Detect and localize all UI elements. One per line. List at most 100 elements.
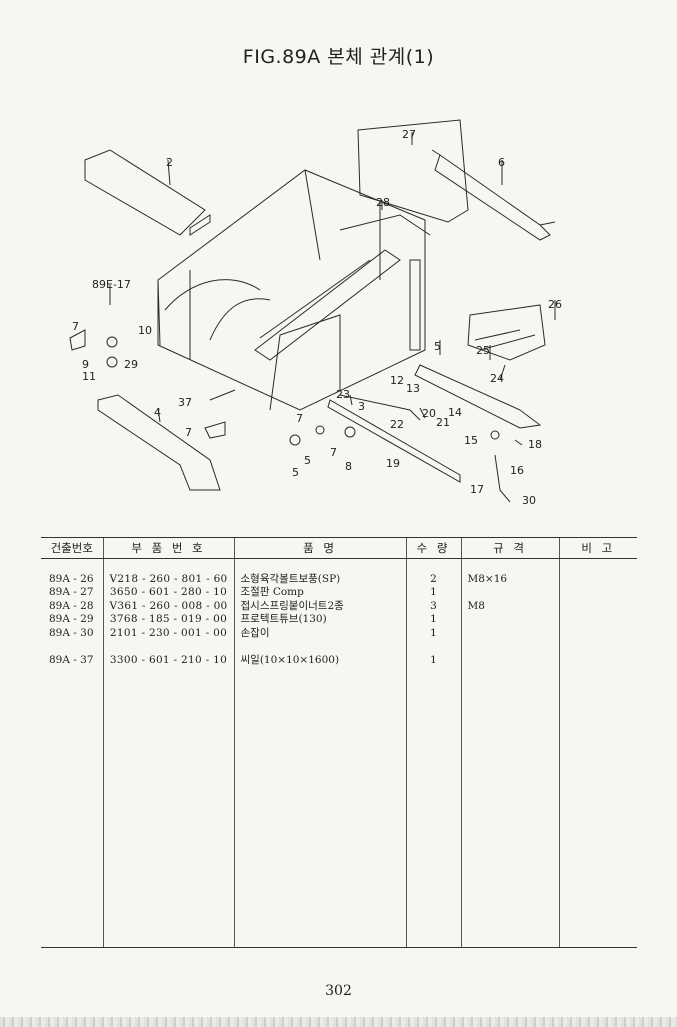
table-row: 89A - 37 3300 - 601 - 210 - 10 씨일(10×10×… <box>41 653 637 667</box>
remarks <box>558 640 637 654</box>
callout-label: 22 <box>390 418 404 431</box>
header-part-no: 부 품 번 호 <box>102 537 234 559</box>
callout-label: 14 <box>448 406 462 419</box>
remarks <box>558 586 637 600</box>
callout-label: 16 <box>510 464 524 477</box>
part-number: 3300 - 601 - 210 - 10 <box>102 653 234 667</box>
callout-label: 5 <box>292 466 299 479</box>
page-number: 302 <box>325 983 352 999</box>
quantity: 1 <box>405 626 461 640</box>
callout-label: 26 <box>548 298 562 311</box>
table-empty-area <box>41 667 637 948</box>
callout-label: 29 <box>124 358 138 371</box>
quantity: 2 <box>405 572 461 586</box>
callout-label: 20 <box>422 407 436 420</box>
table-row: 89A - 29 3768 - 185 - 019 - 00 프로텍트튜브(13… <box>41 613 637 627</box>
header-part-name: 품 명 <box>233 537 406 559</box>
callout-label: 13 <box>406 382 420 395</box>
quantity: 1 <box>405 586 461 600</box>
spec <box>460 653 559 667</box>
item-no <box>41 640 103 654</box>
callout-label: 23 <box>336 388 350 401</box>
part-name: 씨일(10×10×1600) <box>233 653 406 667</box>
callout-label: 17 <box>470 483 484 496</box>
quantity: 1 <box>405 653 461 667</box>
exploded-parts-diagram: 27 2 6 28 89E-17 26 7 10 25 5 24 9 29 12… <box>40 110 630 530</box>
callout-label: 8 <box>345 460 352 473</box>
item-no: 89A - 37 <box>49 653 94 666</box>
callout-label: 7 <box>185 426 192 439</box>
callout-label: 15 <box>464 434 478 447</box>
header-item-no: 건출번호 <box>41 537 103 559</box>
item-no: 89A - 29 <box>49 613 94 625</box>
spec <box>460 626 559 640</box>
callout-label: 27 <box>402 128 416 141</box>
callout-label: 2 <box>166 156 173 169</box>
part-number: 3768 - 185 - 019 - 00 <box>102 613 234 627</box>
callout-label: 18 <box>528 438 542 451</box>
callout-label: 7 <box>296 412 303 425</box>
part-number: 3650 - 601 - 280 - 10 <box>102 586 234 600</box>
part-name: 접시스프링붙이너트2종 <box>233 599 406 613</box>
callout-label: 10 <box>138 324 152 337</box>
callout-label: 5 <box>304 454 311 467</box>
scan-edge-strip <box>0 1017 677 1027</box>
spec <box>460 613 559 627</box>
remarks <box>558 599 637 613</box>
callout-label: 9 <box>82 358 89 371</box>
part-name: 프로텍트튜브(130) <box>233 613 406 627</box>
callout-label: 3 <box>358 400 365 413</box>
figure-title: FIG.89A 본체 관계(1) <box>242 46 435 68</box>
table-row <box>41 640 637 654</box>
parts-table: 건출번호 부 품 번 호 품 명 수 량 규 격 비 고 89A - 26 V2… <box>41 537 637 948</box>
quantity: 3 <box>405 599 461 613</box>
part-name: 소형육각볼트보풍(SP) <box>233 572 406 586</box>
header-quantity: 수 량 <box>405 537 461 559</box>
table-row: 89A - 27 3650 - 601 - 280 - 10 조절판 Comp … <box>41 586 637 600</box>
item-no: 89A - 30 <box>49 626 94 639</box>
spec <box>460 640 559 654</box>
part-name <box>233 640 406 654</box>
remarks <box>558 653 637 667</box>
part-name: 손잡이 <box>233 626 406 640</box>
part-number: 2101 - 230 - 001 - 00 <box>102 626 234 640</box>
callout-label: 7 <box>330 446 337 459</box>
quantity: 1 <box>405 613 461 627</box>
callout-label: 21 <box>436 416 450 429</box>
callout-label: 12 <box>390 374 404 387</box>
callout-label: 5 <box>434 340 441 353</box>
item-no: 89A - 27 <box>49 586 94 598</box>
table-header-row: 건출번호 부 품 번 호 품 명 수 량 규 격 비 고 <box>41 537 637 559</box>
callout-label: 11 <box>82 370 96 383</box>
remarks <box>558 626 637 640</box>
spec: M8 <box>460 599 559 613</box>
callout-label: 37 <box>178 396 192 409</box>
callout-label: 24 <box>490 372 504 385</box>
part-name: 조절판 Comp <box>233 586 406 600</box>
table-row: 89A - 30 2101 - 230 - 001 - 00 손잡이 1 <box>41 626 637 640</box>
part-number: V218 - 260 - 801 - 60 <box>102 572 234 586</box>
header-spec: 규 격 <box>460 537 559 559</box>
item-no: 89A - 26 <box>49 572 94 585</box>
header-remarks: 비 고 <box>558 537 637 559</box>
callout-label: 6 <box>498 156 505 169</box>
spec: M8×16 <box>460 572 559 586</box>
spec <box>460 586 559 600</box>
item-no: 89A - 28 <box>49 599 94 612</box>
remarks <box>558 613 637 627</box>
callout-label: 28 <box>376 196 390 209</box>
callout-label: 30 <box>522 494 536 507</box>
part-number <box>102 640 234 654</box>
part-number: V361 - 260 - 008 - 00 <box>102 599 234 613</box>
callout-label: 25 <box>476 344 490 357</box>
quantity <box>405 640 461 654</box>
callout-label: 19 <box>386 457 400 470</box>
remarks <box>558 572 637 586</box>
callout-label: 4 <box>154 406 161 419</box>
diagram-drawing: 27 2 6 28 89E-17 26 7 10 25 5 24 9 29 12… <box>69 119 562 507</box>
diagram-callouts: 27 2 6 28 89E-17 26 7 10 25 5 24 9 29 12… <box>72 128 562 507</box>
table-row: 89A - 26 V218 - 260 - 801 - 60 소형육각볼트보풍(… <box>41 572 637 586</box>
callout-label: 7 <box>72 320 79 333</box>
callout-label: 89E-17 <box>92 278 131 291</box>
table-row: 89A - 28 V361 - 260 - 008 - 00 접시스프링붙이너트… <box>41 599 637 613</box>
